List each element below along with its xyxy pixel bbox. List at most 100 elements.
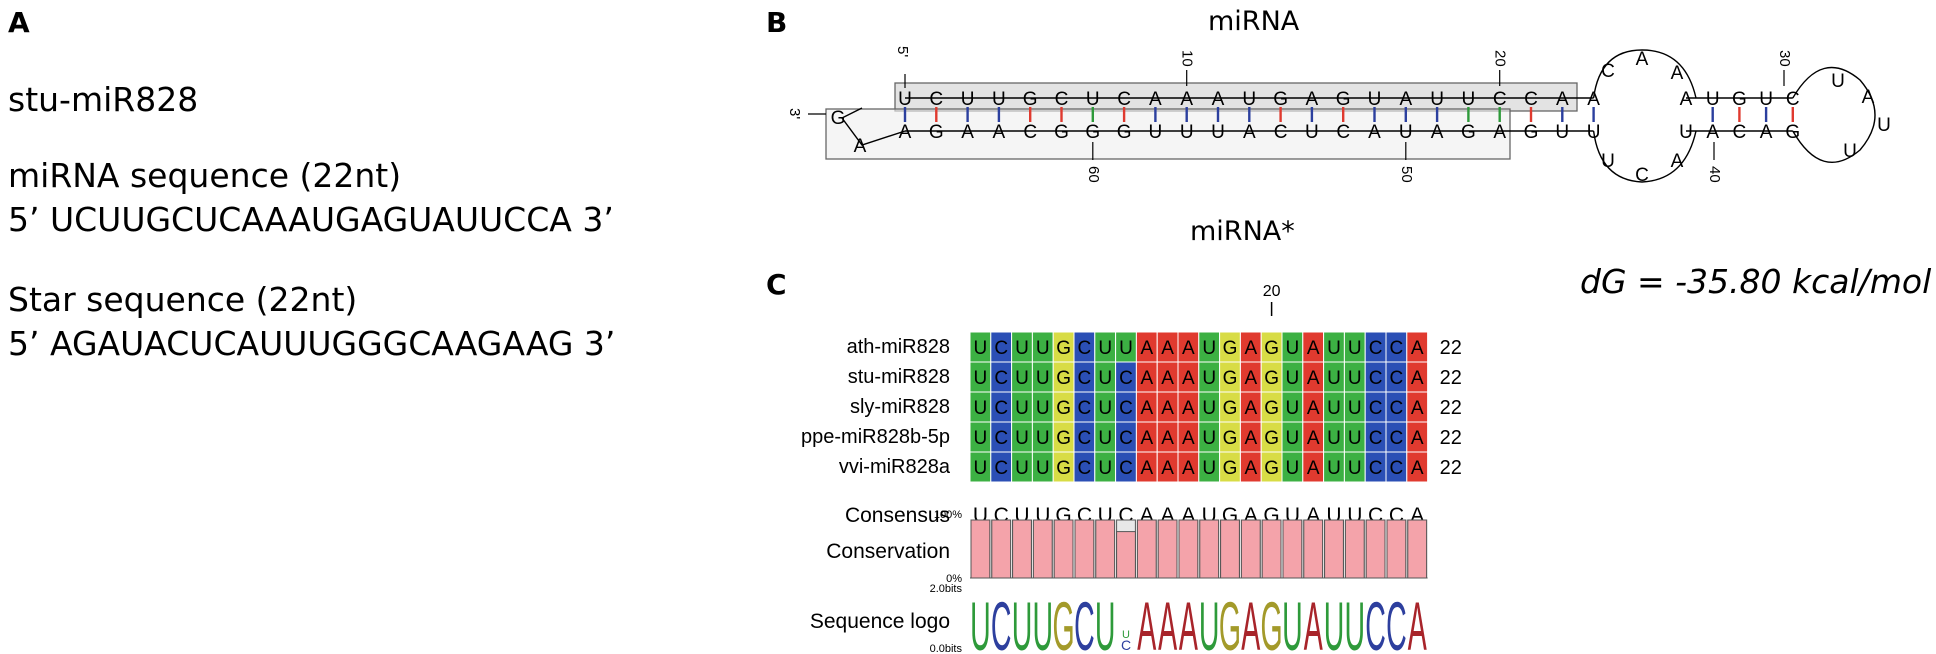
- top-base: C: [1524, 89, 1538, 110]
- top-base: U: [992, 89, 1006, 110]
- top-base: G: [1023, 89, 1038, 110]
- alignment-base: A: [1307, 338, 1320, 359]
- alignment-base: C: [1390, 368, 1404, 389]
- delta-g-value: dG = -35.80 kcal/mol: [1580, 262, 1932, 301]
- alignment-base: U: [974, 398, 988, 419]
- alignment-base: C: [1369, 398, 1383, 419]
- alignment-base: A: [1411, 458, 1424, 479]
- alignment-base: U: [1348, 428, 1362, 449]
- alignment-base: C: [1369, 458, 1383, 479]
- alignment-base: U: [974, 368, 988, 389]
- alignment-base: U: [1286, 428, 1300, 449]
- conservation-bar: [1136, 519, 1157, 579]
- logo-letter: C: [1365, 589, 1386, 654]
- top-base: A: [1212, 89, 1225, 110]
- bottom-base: A: [1243, 122, 1256, 143]
- stem2-bottom-base: U: [1679, 122, 1693, 143]
- interior-loop-top: [1592, 49, 1697, 99]
- alignment-base: A: [1161, 458, 1174, 479]
- alignment-count: 22: [1440, 367, 1462, 389]
- alignment-base: U: [1015, 368, 1029, 389]
- three-prime-tail: [840, 107, 906, 146]
- alignment-base: U: [1327, 398, 1341, 419]
- conservation-bar: [1282, 519, 1303, 579]
- loop-base: U: [1601, 151, 1615, 172]
- alignment-count: 22: [1440, 337, 1462, 359]
- bottom-base: A: [1493, 122, 1506, 143]
- five-prime-label: 5': [894, 46, 911, 57]
- alignment-base: U: [1036, 458, 1050, 479]
- alignment-base: U: [1202, 338, 1216, 359]
- bottom-base: G: [1054, 122, 1069, 143]
- conservation-max-label: 100%: [934, 509, 962, 521]
- alignment-base: C: [1078, 428, 1092, 449]
- hairpin-base: U: [1831, 71, 1845, 92]
- alignment-base: U: [1286, 458, 1300, 479]
- alignment-base: U: [1348, 368, 1362, 389]
- alignment-base: U: [1327, 428, 1341, 449]
- logo-letter: U: [1324, 589, 1345, 654]
- alignment-base: A: [1182, 368, 1195, 389]
- stem2-top-base: U: [1759, 89, 1773, 110]
- alignment-base: U: [1098, 338, 1112, 359]
- top-base: C: [929, 89, 943, 110]
- alignment-row-label: stu-miR828: [848, 366, 950, 388]
- alignment-base: A: [1307, 458, 1320, 479]
- top-base: A: [1306, 89, 1319, 110]
- logo-letter: C: [1074, 589, 1095, 654]
- alignment-base: A: [1140, 458, 1153, 479]
- conservation-bar: [970, 519, 991, 579]
- logo-letter: A: [1304, 589, 1323, 654]
- logo-letter: U: [1095, 589, 1116, 654]
- alignment-base: A: [1182, 398, 1195, 419]
- conservation-label: Conservation: [826, 540, 950, 563]
- alignment-base: G: [1056, 428, 1071, 449]
- alignment-base: A: [1411, 368, 1424, 389]
- alignment-base: C: [994, 458, 1008, 479]
- alignment-base: G: [1264, 398, 1279, 419]
- conservation-bar: [1240, 519, 1261, 579]
- logo-letter: A: [1241, 589, 1260, 654]
- logo-min-label: 0.0bits: [930, 643, 963, 654]
- top-base: U: [1462, 89, 1476, 110]
- mirna-heading: miRNA sequence (22nt): [8, 156, 402, 195]
- alignment-base: G: [1223, 458, 1238, 479]
- position-label: 60: [1085, 166, 1102, 183]
- position-label: 40: [1706, 166, 1723, 183]
- alignment-base: U: [1348, 398, 1362, 419]
- alignment-base: A: [1182, 428, 1195, 449]
- top-base: U: [1368, 89, 1382, 110]
- hairpin-loop: [1792, 66, 1876, 164]
- conservation-bar: [1407, 519, 1428, 579]
- alignment-base: U: [974, 428, 988, 449]
- alignment-count: 22: [1440, 397, 1462, 419]
- alignment-base: A: [1140, 398, 1153, 419]
- stem2-bottom-base: A: [1706, 122, 1719, 143]
- loop-base: C: [1601, 61, 1615, 82]
- bottom-base: U: [1305, 122, 1319, 143]
- bottom-base: U: [1555, 122, 1569, 143]
- alignment-base: G: [1223, 338, 1238, 359]
- position-label: 10: [1179, 50, 1196, 67]
- alignment-base: C: [1390, 338, 1404, 359]
- alignment-base: A: [1307, 398, 1320, 419]
- mirna-name: stu-miR828: [8, 80, 199, 119]
- stem2-top-base: U: [1706, 89, 1720, 110]
- alignment-base: A: [1182, 338, 1195, 359]
- logo-letter: C: [1386, 589, 1407, 654]
- alignment-base: U: [974, 458, 988, 479]
- alignment-base: G: [1223, 398, 1238, 419]
- top-base: U: [1086, 89, 1100, 110]
- alignment-base: U: [974, 338, 988, 359]
- panel-c-letter: C: [766, 268, 787, 301]
- bottom-base: C: [1336, 122, 1350, 143]
- logo-letter: U: [1345, 589, 1366, 654]
- alignment-base: A: [1140, 428, 1153, 449]
- alignment-base: A: [1161, 428, 1174, 449]
- position-label: 20: [1492, 50, 1509, 67]
- alignment-base: C: [994, 338, 1008, 359]
- alignment-count: 22: [1440, 427, 1462, 449]
- top-base: C: [1493, 89, 1507, 110]
- logo-letter: A: [1179, 589, 1198, 654]
